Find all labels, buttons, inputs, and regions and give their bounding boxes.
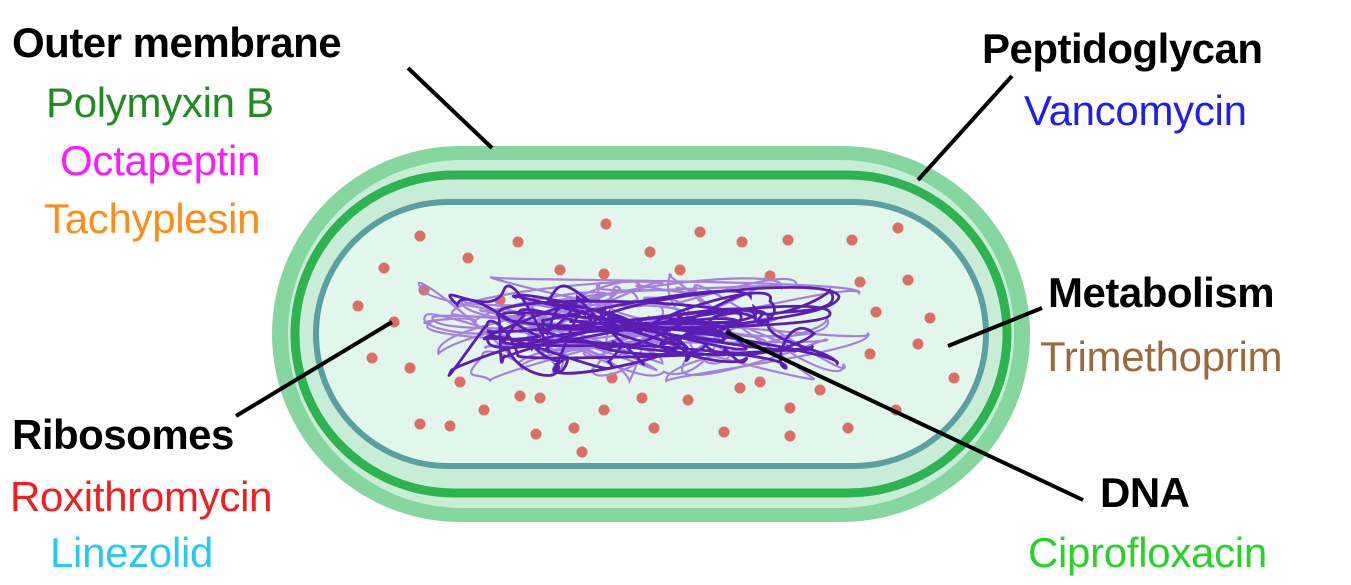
- drug-label-ciprofloxacin: Ciprofloxacin: [1028, 529, 1267, 576]
- ribosome-dot: [718, 426, 730, 438]
- ribosome-dot: [576, 446, 588, 458]
- drug-label-tachyplesin: Tachyplesin: [44, 195, 261, 242]
- outer-membrane-title: Outer membrane: [12, 19, 342, 66]
- dna-title: DNA: [1100, 469, 1190, 516]
- ribosome-dot: [648, 422, 660, 434]
- ribosome-dot: [600, 218, 612, 230]
- ribosome-dot: [512, 236, 524, 248]
- ribosome-dot: [814, 384, 826, 396]
- ribosome-dot: [644, 246, 656, 258]
- ribosome-dot: [414, 418, 426, 430]
- ribosome-dot: [352, 300, 364, 312]
- ribosome-dot: [414, 230, 426, 242]
- ribosome-dot: [948, 372, 960, 384]
- ribosome-dot: [784, 402, 796, 414]
- ribosome-dot: [454, 376, 466, 388]
- ribosome-dot: [444, 420, 456, 432]
- ribosome-dot: [902, 274, 914, 286]
- drug-label-linezolid: Linezolid: [50, 529, 214, 576]
- ribosome-dot: [870, 306, 882, 318]
- ribosome-dot: [378, 262, 390, 274]
- metabolism-title: Metabolism: [1048, 269, 1275, 316]
- ribosome-dot: [598, 268, 610, 280]
- ribosome-dot: [478, 404, 490, 416]
- peptidoglycan-layer: [290, 170, 1012, 498]
- ribosome-dot: [736, 236, 748, 248]
- ribosome-dot: [854, 276, 866, 288]
- leader-lines: [234, 66, 1084, 502]
- ribosome-dot: [514, 390, 526, 402]
- leader-line-outer-membrane: [406, 66, 494, 150]
- ribosomes-group: [352, 218, 960, 458]
- dna-nucleoid: [417, 273, 870, 384]
- leader-line-peptidoglycan: [916, 74, 1014, 182]
- ribosome-dot: [404, 362, 416, 374]
- ribosome-dot: [554, 264, 566, 276]
- ribosome-dot: [534, 392, 546, 404]
- dna-strand-dark: [500, 289, 752, 377]
- ribosome-dot: [784, 430, 796, 442]
- drug-label-vancomycin: Vancomycin: [1024, 87, 1247, 134]
- ribosome-dot: [912, 338, 924, 350]
- ribosomes-title: Ribosomes: [12, 411, 234, 458]
- ribosome-dot: [694, 226, 706, 238]
- leader-line-ribosomes: [234, 320, 394, 418]
- leader-line-dna: [725, 330, 1084, 502]
- ribosome-dot: [674, 264, 686, 276]
- drug-label-polymyxin-b: Polymyxin B: [46, 79, 274, 126]
- drug-label-octapeptin: Octapeptin: [60, 137, 261, 184]
- ribosome-dot: [846, 234, 858, 246]
- ribosome-dot: [598, 404, 610, 416]
- ribosome-dot: [864, 348, 876, 360]
- drug-label-roxithromycin: Roxithromycin: [10, 473, 273, 520]
- ribosome-dot: [636, 392, 648, 404]
- ribosome-dot: [754, 376, 766, 388]
- leader-line-metabolism: [947, 306, 1043, 348]
- drug-label-trimethoprim: Trimethoprim: [1040, 333, 1283, 380]
- ribosome-dot: [892, 222, 904, 234]
- ribosome-dot: [924, 312, 936, 324]
- ribosome-dot: [734, 382, 746, 394]
- ribosome-dot: [682, 394, 694, 406]
- ribosome-dot: [782, 234, 794, 246]
- ribosome-dot: [568, 422, 580, 434]
- ribosome-dot: [366, 352, 378, 364]
- ribosome-dot: [842, 422, 854, 434]
- ribosome-dot: [530, 428, 542, 440]
- ribosome-dot: [462, 252, 474, 264]
- peptidoglycan-title: Peptidoglycan: [982, 25, 1263, 72]
